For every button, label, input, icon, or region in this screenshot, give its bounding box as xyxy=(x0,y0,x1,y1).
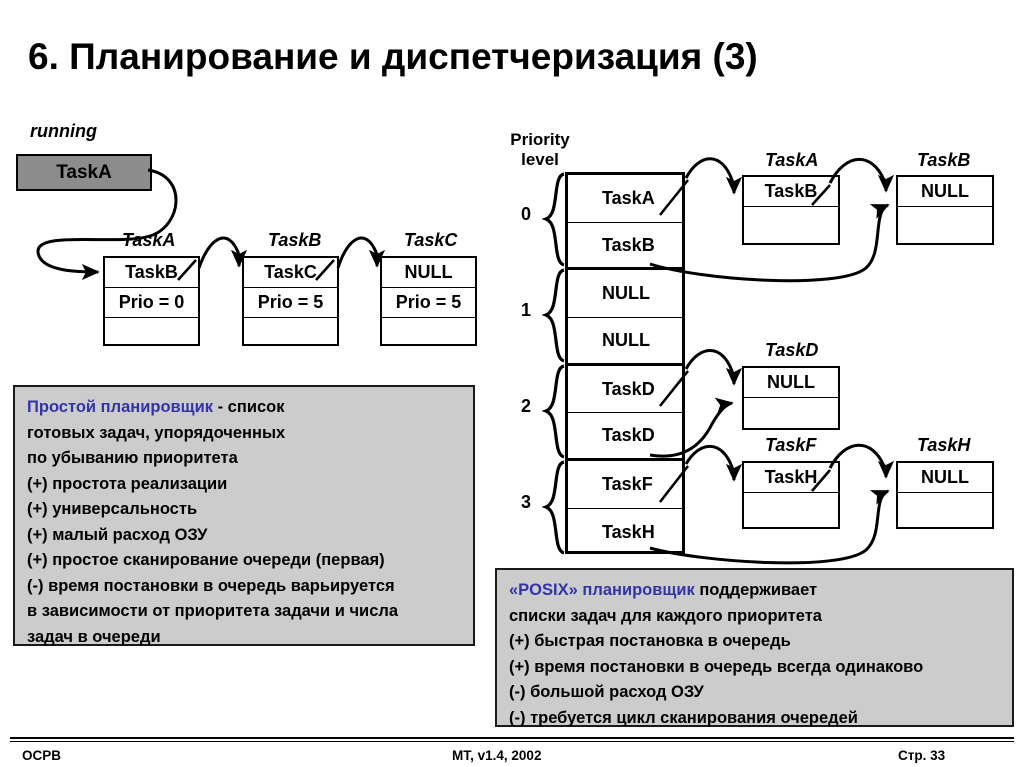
node-next-cell: NULL xyxy=(382,258,475,288)
posix-node-label-taska: TaskA xyxy=(765,150,819,170)
list-node-taskb: TaskC Prio = 5 xyxy=(242,256,339,346)
posix-node-label-taskh: TaskH xyxy=(917,435,971,455)
queue-cell-6: TaskF xyxy=(568,461,682,509)
node-next-cell: TaskC xyxy=(244,258,337,288)
queue-cell-2: NULL xyxy=(568,270,682,319)
node-prio-cell: Prio = 5 xyxy=(382,288,475,318)
priority-level-2: 2 xyxy=(521,396,532,416)
right-panel-line-4: (-) большой расход ОЗУ xyxy=(509,683,704,701)
footer-rule-bottom xyxy=(10,741,1014,742)
priority-header-line1: Priority xyxy=(510,130,570,149)
node-empty-cell xyxy=(382,318,475,348)
page-title: 6. Планирование и диспетчеризация (3) xyxy=(28,36,758,77)
running-state-label: running xyxy=(30,121,97,141)
right-panel-heading: «POSIX» планировщик xyxy=(509,581,695,599)
left-panel-line-1: готовых задач, упорядоченных xyxy=(27,423,286,442)
node-empty-cell xyxy=(105,318,198,348)
node-next-cell: NULL xyxy=(898,177,992,207)
node-next-cell: TaskH xyxy=(744,463,838,493)
footer-center: МТ, v1.4, 2002 xyxy=(452,748,542,763)
list-node-taska: TaskB Prio = 0 xyxy=(103,256,200,346)
left-panel-line-5: (+) малый расход ОЗУ xyxy=(27,525,208,544)
posix-node-label-taskf: TaskF xyxy=(765,435,817,455)
priority-queue-column: TaskA TaskB NULL NULL TaskD TaskD TaskF … xyxy=(565,172,685,554)
node-empty-cell xyxy=(744,493,838,529)
priority-level-1: 1 xyxy=(521,300,532,320)
left-panel-line-9: задач в очереди xyxy=(27,627,161,646)
queue-cell-1: TaskB xyxy=(568,223,682,271)
brace-level-1 xyxy=(542,268,565,364)
right-panel-line-2: (+) быстрая постановка в очередь xyxy=(509,632,791,650)
left-panel-line-7: (-) время постановки в очередь варьирует… xyxy=(27,576,395,595)
node-prio-cell: Prio = 5 xyxy=(244,288,337,318)
brace-level-0 xyxy=(542,172,565,268)
node-prio-cell: Prio = 0 xyxy=(105,288,198,318)
queue-cell-4: TaskD xyxy=(568,366,682,414)
queue-cell-5: TaskD xyxy=(568,413,682,462)
right-panel-line-1: списки задач для каждого приоритета xyxy=(509,606,822,625)
priority-level-header: Priority level xyxy=(497,130,583,170)
list-node-taskc: NULL Prio = 5 xyxy=(380,256,477,346)
posix-node-label-taskd: TaskD xyxy=(765,340,819,360)
posix-list-node-taskh: NULL xyxy=(896,461,994,529)
node-empty-cell xyxy=(898,207,992,245)
right-panel-heading-tail: поддерживает xyxy=(694,581,818,599)
footer-left: ОСРВ xyxy=(22,748,62,763)
node-next-cell: NULL xyxy=(744,368,838,398)
brace-level-3 xyxy=(542,460,565,556)
brace-level-2 xyxy=(542,364,565,460)
simple-scheduler-description-panel: Простой планировщик - список готовых зад… xyxy=(13,385,475,646)
queue-cell-3: NULL xyxy=(568,318,682,366)
left-panel-heading: Простой планировщик xyxy=(27,398,214,416)
posix-list-node-taskd: NULL xyxy=(742,366,840,430)
footer-right: Стр. 33 xyxy=(898,748,946,763)
queue-cell-7: TaskH xyxy=(602,522,655,543)
node-next-cell: TaskB xyxy=(744,177,838,207)
node-empty-cell xyxy=(744,207,838,245)
posix-scheduler-description-panel: «POSIX» планировщик поддерживает списки … xyxy=(495,568,1014,727)
left-panel-line-3: (+) простота реализации xyxy=(27,474,228,493)
right-panel-line-5: (-) требуется цикл сканирования очередей xyxy=(509,708,858,727)
node-label-taskb: TaskB xyxy=(268,230,322,250)
node-next-cell: TaskB xyxy=(105,258,198,288)
posix-node-label-taskb: TaskB xyxy=(917,150,971,170)
left-panel-line-8: в зависимости от приоритета задачи и чис… xyxy=(27,602,399,620)
queue-cell-0: TaskA xyxy=(568,175,682,223)
node-label-taskc: TaskC xyxy=(404,230,458,250)
left-panel-heading-line: Простой планировщик - список xyxy=(27,395,463,421)
posix-list-node-taskf: TaskH xyxy=(742,461,840,529)
left-panel-line-6: (+) простое сканирование очереди (первая… xyxy=(27,551,385,569)
node-empty-cell xyxy=(744,398,838,430)
priority-level-3: 3 xyxy=(521,492,532,512)
node-empty-cell xyxy=(898,493,992,529)
left-panel-line-2: по убыванию приоритета xyxy=(27,449,238,467)
node-empty-cell xyxy=(244,318,337,348)
node-label-taska: TaskA xyxy=(122,230,176,250)
right-panel-line-3: (+) время постановки в очередь всегда од… xyxy=(509,657,924,676)
priority-header-line2: level xyxy=(521,150,559,169)
posix-list-node-taska: TaskB xyxy=(742,175,840,245)
left-panel-line-4: (+) универсальность xyxy=(27,500,198,518)
left-panel-heading-tail: - список xyxy=(213,398,285,416)
posix-list-node-taskb: NULL xyxy=(896,175,994,245)
priority-level-0: 0 xyxy=(521,204,532,224)
node-next-cell: NULL xyxy=(898,463,992,493)
footer-rule-top xyxy=(10,737,1014,739)
right-panel-heading-line: «POSIX» планировщик поддерживает xyxy=(509,578,1002,604)
running-task-box: TaskA xyxy=(16,154,152,191)
